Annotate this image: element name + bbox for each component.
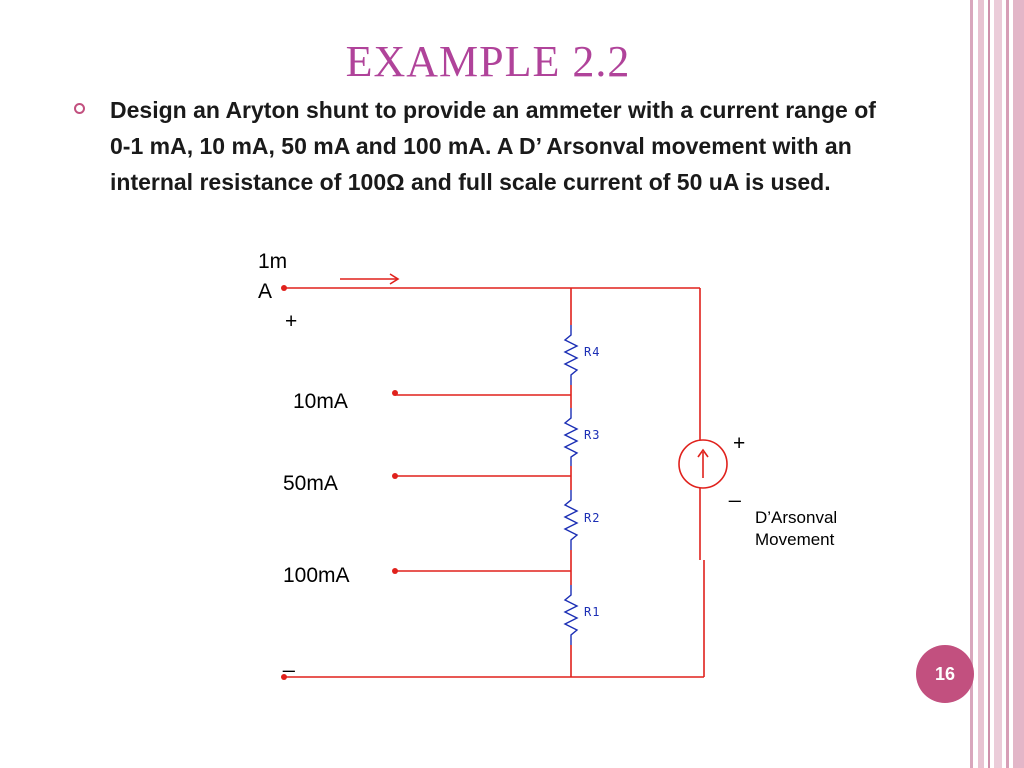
resistor-r3: [563, 408, 579, 466]
plus-terminal-label: +: [285, 310, 298, 333]
resistor-r1: [563, 585, 579, 645]
terminal-common-dot: [281, 674, 287, 680]
decorative-side-stripes: [968, 0, 1024, 768]
resistor-r2-label: R2: [584, 511, 601, 525]
resistor-r4-label: R4: [584, 345, 601, 359]
resistor-r1-label: R1: [584, 605, 601, 619]
minus-terminal-label: _: [283, 650, 295, 673]
terminal-10ma-label: 10mA: [293, 390, 348, 413]
resistor-r4: [563, 325, 579, 385]
terminal-10ma-dot: [392, 390, 398, 396]
bullet-icon: [74, 103, 85, 114]
darsonval-meter-icon: [678, 439, 728, 489]
meter-label-line1: D’Arsonval: [755, 508, 838, 527]
terminal-50ma-dot: [392, 473, 398, 479]
terminal-100ma-label: 100mA: [283, 564, 350, 587]
resistor-r2: [563, 490, 579, 550]
resistor-r3-label: R3: [584, 428, 601, 442]
meter-minus-label: _: [729, 480, 741, 503]
problem-statement: Design an Aryton shunt to provide an amm…: [110, 97, 876, 195]
terminal-100ma-dot: [392, 568, 398, 574]
terminal-1ma-dot: [281, 285, 287, 291]
page-number-badge: 16: [916, 645, 974, 703]
terminal-1ma-label: 1m: [258, 250, 288, 273]
slide-title: EXAMPLE 2.2: [345, 37, 631, 86]
terminal-1ma-label-unit: A: [258, 280, 273, 303]
meter-plus-label: +: [733, 432, 746, 455]
meter-label-line2: Movement: [755, 530, 835, 549]
terminal-50ma-label: 50mA: [283, 472, 338, 495]
